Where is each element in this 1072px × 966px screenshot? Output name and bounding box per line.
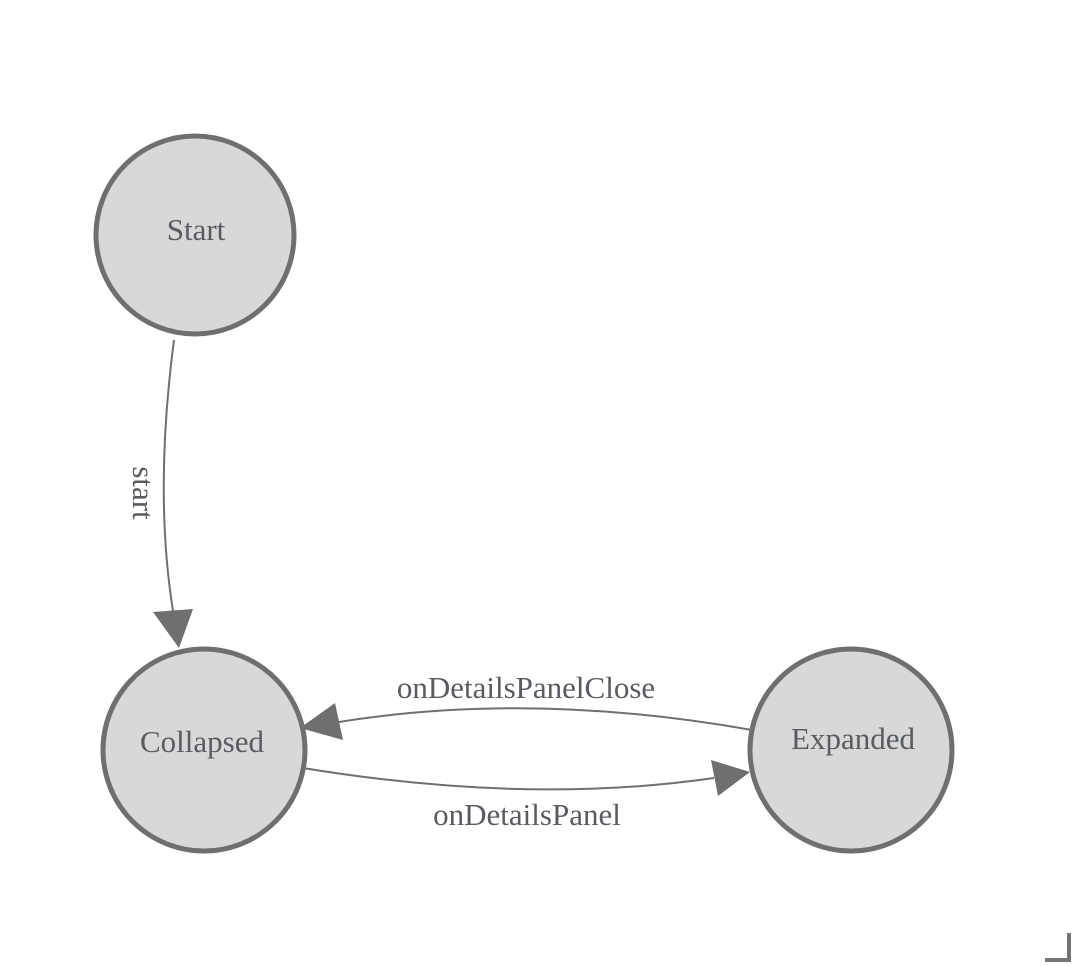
edge-ondetailspanel-label: onDetailsPanel xyxy=(433,797,621,832)
node-expanded-label: Expanded xyxy=(791,721,915,756)
edge-start-label: start xyxy=(126,466,161,520)
edge-ondetailspanel: onDetailsPanel xyxy=(302,760,750,832)
edge-ondetailspanelclose-arrowhead-icon xyxy=(300,703,343,740)
node-collapsed[interactable]: Collapsed xyxy=(100,646,308,854)
node-collapsed-circle[interactable] xyxy=(100,646,308,854)
edge-start: start xyxy=(126,339,193,648)
edge-start-arrowhead-icon xyxy=(153,609,193,648)
node-expanded-circle[interactable] xyxy=(747,646,955,854)
node-expanded[interactable]: Expanded xyxy=(747,646,955,854)
edge-ondetailspanel-line xyxy=(302,767,715,791)
node-start-label: Start xyxy=(167,212,226,247)
node-collapsed-label: Collapsed xyxy=(140,724,264,759)
edge-start-line xyxy=(162,339,175,612)
node-start[interactable]: Start xyxy=(93,133,297,337)
edge-ondetailspanelclose-line xyxy=(338,707,753,731)
node-start-circle[interactable] xyxy=(93,133,297,337)
edge-ondetailspanelclose-label: onDetailsPanelClose xyxy=(397,670,655,705)
edge-ondetailspanel-arrowhead-icon xyxy=(711,760,750,796)
resize-corner-icon xyxy=(1045,933,1071,962)
edge-ondetailspanelclose: onDetailsPanelClose xyxy=(300,670,753,740)
